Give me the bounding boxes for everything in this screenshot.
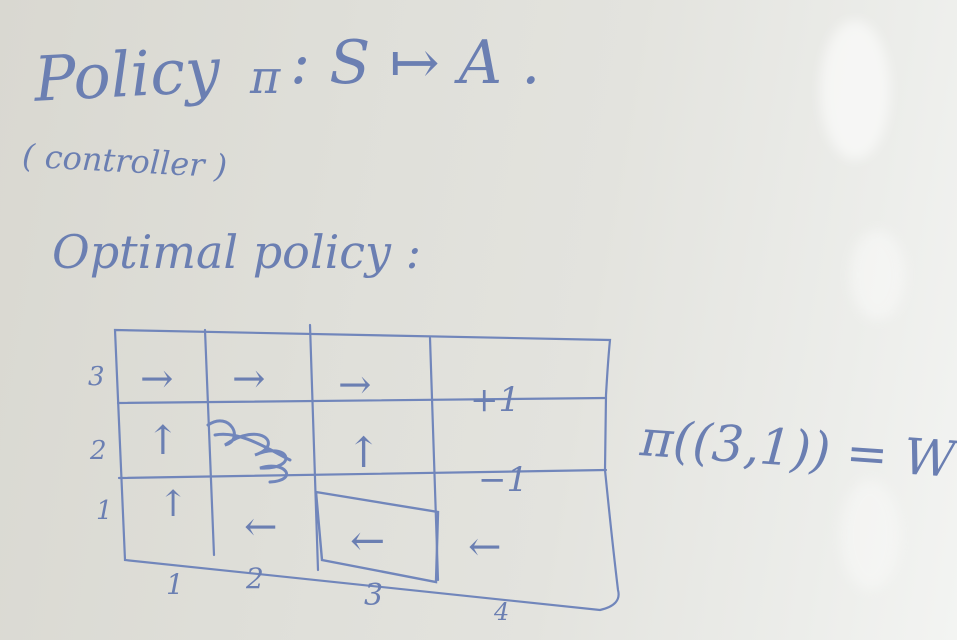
whiteboard-glare: [820, 20, 890, 160]
cell-4-2-reward: −1: [478, 460, 529, 500]
cell-1-3-arrow: →: [140, 356, 174, 402]
cell-4-1-arrow: ←: [468, 524, 502, 570]
title-mapping: : S ↦ A .: [290, 28, 541, 98]
cell-1-2-arrow: ↑: [146, 418, 180, 464]
title-pi-symbol: π: [250, 50, 281, 104]
row-label-3: 3: [88, 362, 105, 392]
policy-grid-drawing: [113, 323, 620, 612]
col-label-2: 2: [246, 562, 264, 595]
row-label-1: 1: [96, 496, 113, 526]
col-label-4: 4: [494, 598, 510, 626]
whiteboard-glare: [840, 480, 900, 590]
col-label-1: 1: [166, 568, 184, 601]
whiteboard-glare: [850, 230, 905, 320]
cell-2-1-arrow: ←: [244, 504, 278, 550]
cell-2-3-arrow: →: [232, 356, 266, 402]
col-label-3: 3: [364, 578, 384, 613]
cell-3-2-arrow: ↑: [346, 428, 382, 477]
row-label-2: 2: [90, 436, 107, 466]
cell-1-1-arrow: ↑: [158, 484, 189, 525]
cell-3-1-arrow: ←: [350, 516, 386, 565]
cell-4-3-reward: +1: [470, 380, 521, 420]
cell-3-3-arrow: →: [338, 362, 372, 408]
optimal-policy-label: Optimal policy :: [52, 225, 422, 279]
